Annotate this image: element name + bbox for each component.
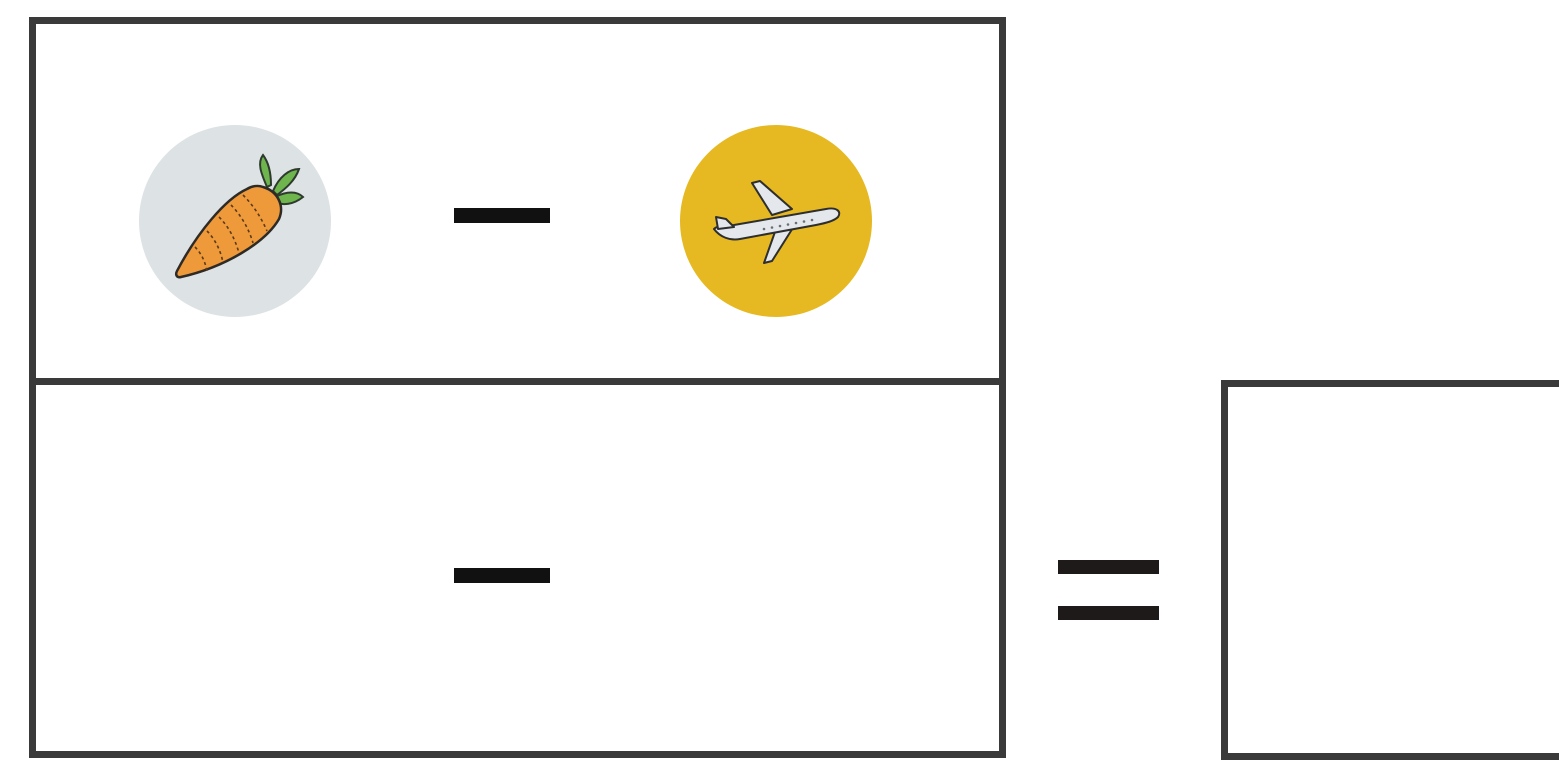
- equals-sign-bottom-bar: [1058, 606, 1159, 620]
- minus-sign: [454, 568, 550, 583]
- answer-box[interactable]: [1221, 380, 1559, 760]
- airplane-icon: [680, 125, 872, 317]
- carrot-icon: [139, 125, 331, 317]
- minus-sign: [454, 208, 550, 223]
- equals-sign-top-bar: [1058, 560, 1159, 574]
